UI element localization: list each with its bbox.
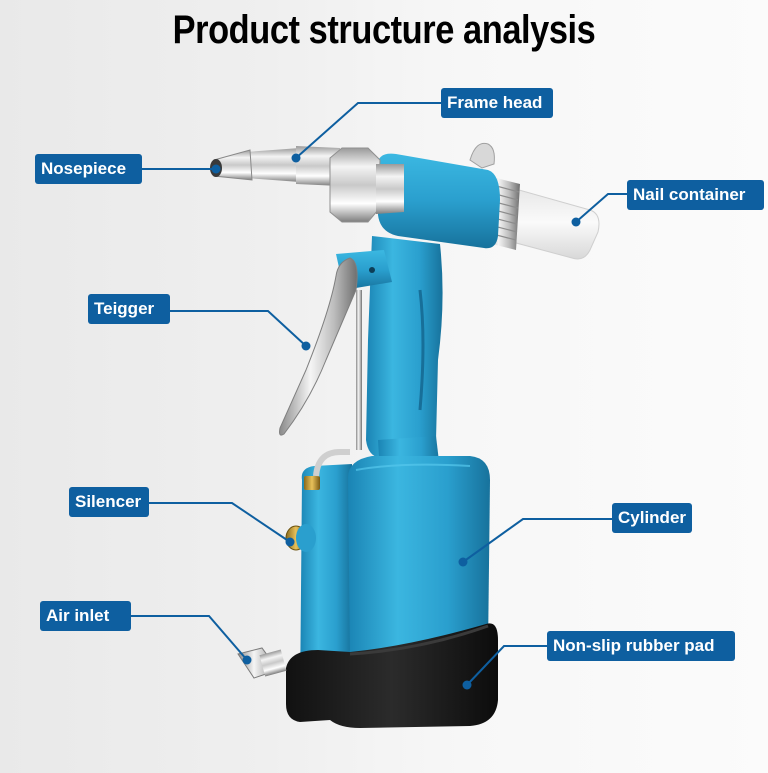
nail-container-part xyxy=(504,185,600,260)
frame-head-part xyxy=(246,146,404,223)
callout-silencer: Silencer xyxy=(69,487,149,517)
air-inlet-part xyxy=(237,647,287,679)
page-title: Product structure analysis xyxy=(172,8,596,52)
callout-nosepiece: Nosepiece xyxy=(35,154,142,184)
callout-air-inlet: Air inlet xyxy=(40,601,131,631)
callout-frame-head: Frame head xyxy=(441,88,553,118)
cylinder-part xyxy=(348,456,490,660)
callout-nail-container: Nail container xyxy=(627,180,764,210)
callout-cylinder: Cylinder xyxy=(612,503,692,533)
rubber-pad-part xyxy=(286,623,498,728)
callout-trigger: Teigger xyxy=(88,294,170,324)
callout-rubber-pad: Non-slip rubber pad xyxy=(547,631,735,661)
